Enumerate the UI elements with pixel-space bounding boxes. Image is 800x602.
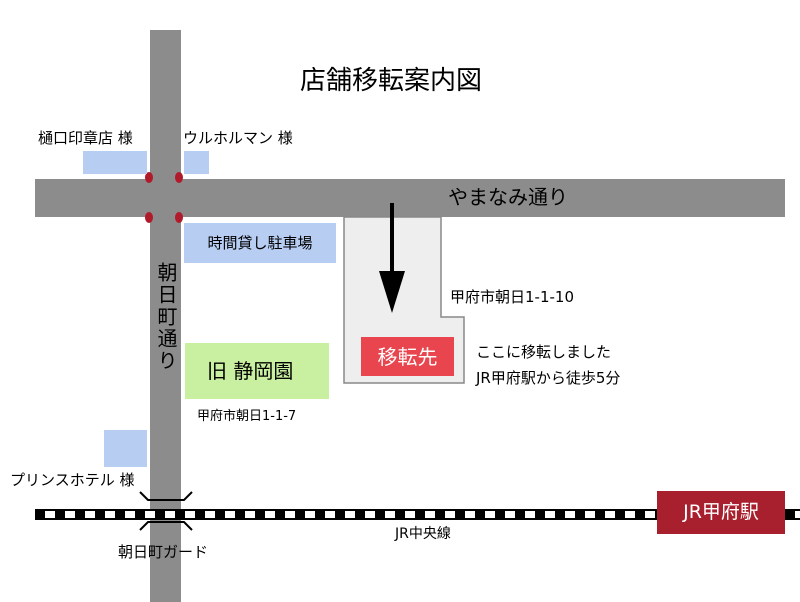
old-store-label: 旧 静岡園 — [207, 359, 294, 383]
relocation-note: ここに移転しました — [476, 343, 612, 361]
old-store-address: 甲府市朝日1-1-7 — [197, 409, 297, 424]
railway-end — [785, 509, 800, 520]
signal-dot — [175, 212, 183, 223]
station-label: JR甲府駅 — [683, 501, 759, 523]
prince-hotel-building — [104, 430, 147, 467]
parking-lot: 時間貸し駐車場 — [184, 223, 336, 263]
yamanami-road — [35, 179, 785, 217]
asahimachi-road-label: 朝日町通り — [154, 262, 178, 372]
higuchi-label: 樋口印章店 様 — [38, 129, 133, 147]
underpass-bracket — [139, 491, 193, 531]
map-title: 店舗移転案内図 — [300, 66, 483, 96]
new-store-label: 移転先 — [377, 344, 438, 369]
arrow-down-icon — [379, 203, 405, 313]
signal-dot — [175, 172, 183, 183]
parking-label: 時間貸し駐車場 — [207, 233, 313, 252]
railway-label: JR中央線 — [395, 526, 451, 542]
prince-hotel-label: プリンスホテル 様 — [10, 471, 135, 489]
old-store: 旧 静岡園 — [185, 343, 329, 399]
walking-distance-note: JR甲府駅から徒歩5分 — [476, 369, 621, 387]
new-store: 移転先 — [361, 337, 454, 376]
jr-kofu-station: JR甲府駅 — [657, 491, 785, 534]
railway-track — [35, 509, 660, 520]
asahimachi-road — [150, 30, 181, 602]
ulholman-building — [184, 151, 209, 174]
guard-label: 朝日町ガード — [118, 543, 209, 561]
signal-dot — [145, 172, 153, 183]
new-store-address: 甲府市朝日1-1-10 — [450, 288, 574, 306]
higuchi-building — [83, 151, 147, 174]
signal-dot — [145, 212, 153, 223]
ulholman-label: ウルホルマン 様 — [183, 129, 293, 147]
yamanami-road-label: やまなみ通り — [448, 185, 568, 209]
